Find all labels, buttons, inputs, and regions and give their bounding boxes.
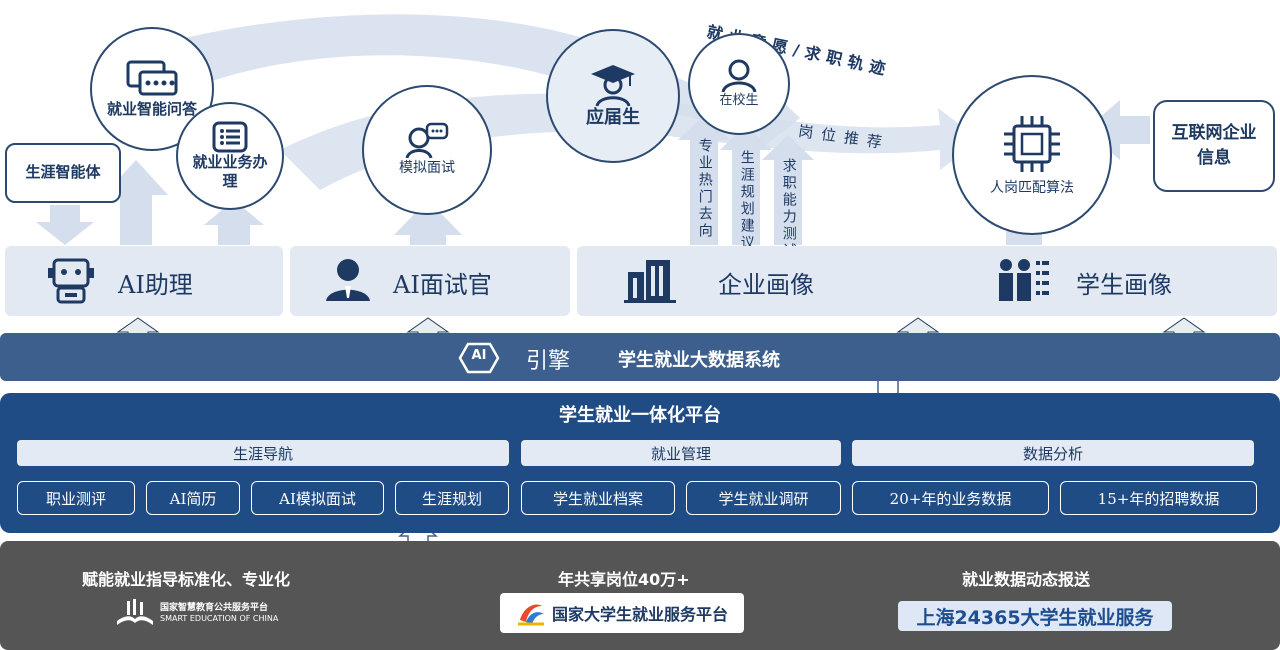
category-employment-management: 就业管理 (521, 440, 841, 466)
match-algorithm-label: 人岗匹配算法 (990, 180, 1074, 197)
graduate-bubble: 应届生 (546, 29, 680, 163)
bottom-col1-title: 赋能就业指导标准化、专业化 (82, 570, 291, 589)
robot-icon (48, 258, 94, 304)
smart-education-logo-en: SMART EDUCATION OF CHINA (160, 614, 279, 623)
chip-icon (1004, 116, 1060, 173)
qa-label: 就业智能问答 (106, 99, 197, 118)
student-bubble: 在校生 (688, 33, 790, 135)
category-career-navigation: 生涯导航 (17, 440, 509, 466)
internet-enterprise-box: 互联网企业信息 (1153, 100, 1275, 192)
student-profile-label: 学生画像 (1076, 271, 1172, 299)
student-icon (721, 59, 757, 93)
ai-mock-interview-item[interactable]: AI模拟面试 (251, 481, 384, 515)
career-agent-box: 生涯智能体 (5, 143, 121, 203)
ai-assistant-label: AI助理 (118, 271, 193, 299)
employment-archive-item[interactable]: 学生就业档案 (521, 481, 675, 515)
national-platform-logo-icon (517, 604, 544, 626)
business-data-item[interactable]: 20+年的业务数据 (852, 481, 1049, 515)
big-data-system-title: 学生就业大数据系统 (618, 350, 780, 371)
job-ability-test-label: 求职能力测试 (780, 158, 797, 260)
ai-interviewer-label: AI面试官 (393, 271, 492, 299)
career-planning-item[interactable]: 生涯规划 (395, 481, 509, 515)
shanghai-24365-badge[interactable]: 上海24365大学生就业服务 (898, 601, 1172, 631)
business-label: 就业业务办理 (192, 153, 268, 190)
career-assessment-item[interactable]: 职业测评 (17, 481, 135, 515)
career-plan-advice-label: 生涯规划建议 (738, 150, 755, 252)
graduate-icon (591, 64, 635, 107)
ai-resume-item[interactable]: AI简历 (146, 481, 240, 515)
major-destination-label: 专业热门去向 (696, 138, 713, 240)
engine-label: 引擎 (526, 349, 571, 374)
chat-icon (126, 60, 178, 96)
platform-title: 学生就业一体化平台 (559, 405, 721, 426)
national-platform-logo-text: 国家大学生就业服务平台 (551, 605, 728, 624)
list-icon (212, 121, 248, 153)
enterprise-profile-label: 企业画像 (718, 271, 814, 299)
category-data-analysis: 数据分析 (852, 440, 1254, 466)
smart-education-logo-cn: 国家智慧教育公共服务平台 (160, 603, 269, 613)
smart-education-logo-icon (117, 599, 153, 625)
bottom-col3-title: 就业数据动态报送 (962, 570, 1091, 589)
national-employment-platform-badge[interactable]: 国家大学生就业服务平台 (500, 593, 744, 633)
profile-panel (577, 246, 1277, 316)
graduate-label: 应届生 (586, 106, 640, 128)
employment-survey-item[interactable]: 学生就业调研 (686, 481, 841, 515)
recruitment-data-item[interactable]: 15+年的招聘数据 (1060, 481, 1257, 515)
mock-interview-label: 模拟面试 (399, 160, 455, 177)
interviewer-icon (326, 259, 370, 301)
mock-interview-bubble: 模拟面试 (362, 85, 492, 215)
student-label: 在校生 (719, 92, 759, 108)
building-icon (624, 260, 676, 303)
business-bubble: 就业业务办理 (176, 102, 284, 210)
interview-icon (405, 123, 449, 159)
ai-engine-icon-text: AI (471, 348, 487, 363)
student-profile-icon (999, 259, 1049, 301)
ai-engine-icon (458, 342, 500, 374)
ai-interviewer-panel (290, 246, 570, 316)
engine-bar (0, 333, 1280, 381)
bottom-col2-title: 年共享岗位40万+ (558, 570, 690, 589)
ai-assistant-panel (5, 246, 283, 316)
match-algorithm-bubble: 人岗匹配算法 (952, 75, 1112, 235)
